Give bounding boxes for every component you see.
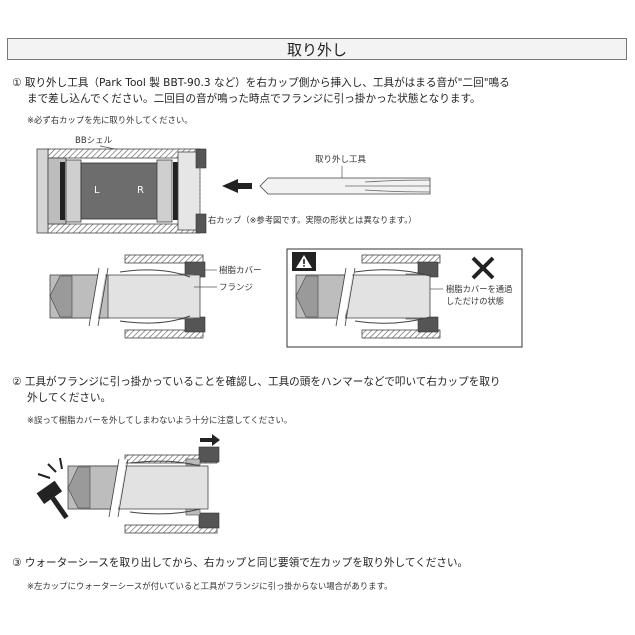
- cross-mark-icon: [471, 256, 495, 280]
- removal-tool: [259, 177, 431, 195]
- hammering-figure: [36, 434, 220, 534]
- tool-label: 取り外し工具: [315, 154, 367, 165]
- bb-shell-top: [47, 148, 201, 159]
- step-2-note: ※誤って樹脂カバーを外してしまわないよう十分に注意してください。: [27, 415, 293, 425]
- right-cup-moving: [198, 446, 220, 463]
- step-2-text: ② 工具がフランジに引っ掛かっていることを確認し、工具の頭をハンマーなどで叩いて…: [12, 376, 501, 404]
- left-bearing: [65, 159, 82, 223]
- insert-arrow: [222, 179, 252, 193]
- removal-direction-arrow: [200, 434, 220, 446]
- bb-cross-section-figure: BBシェル L R 取り外し工具 右カップ: [36, 136, 431, 234]
- left-cup-flange: [36, 148, 49, 234]
- bb-shell-label: BBシェル: [75, 136, 113, 146]
- flange-label: フランジ: [219, 283, 253, 293]
- wrong-state-figure: 樹脂カバーを通過 しただけの状態: [286, 248, 523, 348]
- resin-cover-label: 樹脂カバー: [219, 265, 262, 276]
- step-3-text: ③ ウォーターシースを取り出してから、右カップと同じ要領で左カップを取り外してく…: [12, 557, 469, 569]
- right-label: R: [137, 185, 144, 196]
- warning-icon: [292, 252, 316, 271]
- step-1-note: ※必ず右カップを先に取り外してください。: [27, 115, 193, 125]
- page-title: 取り外し: [7, 38, 627, 60]
- correct-engagement-figure: 樹脂カバー フランジ: [49, 254, 262, 339]
- hammer-icon: [36, 457, 69, 520]
- wrong-state-line2: しただけの状態: [446, 296, 504, 306]
- wrong-state-line1: 樹脂カバーを通過: [446, 284, 513, 294]
- right-cup-label: 右カップ（※参考図です。実際の形状とは異なります。）: [208, 215, 417, 225]
- step-1-text: ① 取り外し工具（Park Tool 製 BBT-90.3 など）を右カップ側か…: [12, 77, 510, 105]
- left-label: L: [94, 185, 100, 196]
- bb-shell-bottom: [47, 223, 201, 234]
- right-bearing: [156, 159, 173, 223]
- water-sheath: [80, 162, 158, 220]
- step-3-note: ※左カップにウォーターシースが付いていると工具がフランジに引っ掛からない場合があ…: [27, 581, 393, 591]
